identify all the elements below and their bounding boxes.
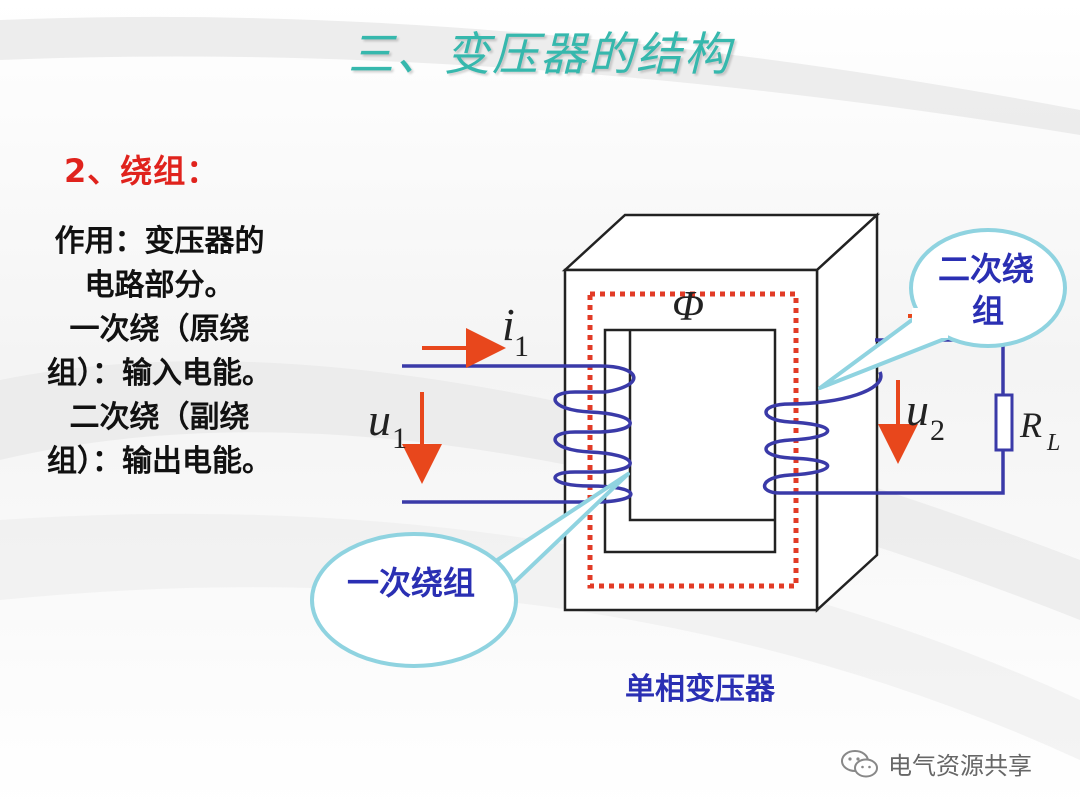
slide-title: 三、变压器的结构 (348, 27, 732, 81)
secondary-voltage-subscript: 2 (930, 414, 945, 447)
transformer-core (561, 212, 881, 613)
watermark: 电气资源共享 (840, 746, 1032, 781)
core-window-depth (628, 330, 775, 522)
watermark-text: 电气资源共享 (888, 752, 1032, 780)
secondary-voltage-label: u (906, 384, 929, 435)
primary-winding (402, 364, 636, 504)
callout-secondary-line: 组 (972, 292, 1004, 330)
wechat-icon (841, 749, 878, 777)
flux-symbol: Φ (672, 284, 704, 330)
primary-voltage-label: u (368, 394, 391, 445)
description-block: 作用：变压器的 电路部分。 一次绕（原绕 组）：输入电能。 二次绕（副绕 组）：… (22, 220, 297, 484)
section-heading: 2、绕组： (64, 152, 220, 190)
callout-primary-text: 一次绕组 (347, 564, 475, 602)
description-line: 一次绕（原绕 (69, 312, 250, 347)
description-line: 作用：变压器的 (54, 224, 265, 259)
primary-voltage-subscript: 1 (392, 422, 407, 455)
description-line: 组）：输入电能。 (47, 356, 272, 391)
core-side-face (815, 212, 879, 613)
load-label: R (1019, 405, 1042, 445)
description-line: 二次绕（副绕 (69, 400, 250, 435)
diagram-caption: 单相变压器 (625, 672, 775, 707)
callout-secondary: 二次绕 组 (818, 228, 1067, 390)
description-line: 电路部分。 (84, 268, 235, 303)
load-label-subscript: L (1046, 430, 1060, 456)
callout-secondary-line: 二次绕 (938, 250, 1034, 288)
load-resistor (994, 393, 1014, 452)
primary-current-label: i (502, 299, 515, 350)
core-window (603, 328, 777, 554)
callout-primary: 一次绕组 (310, 472, 630, 668)
primary-current-subscript: 1 (514, 330, 529, 363)
description-line: 组）：输出电能。 (47, 444, 272, 479)
